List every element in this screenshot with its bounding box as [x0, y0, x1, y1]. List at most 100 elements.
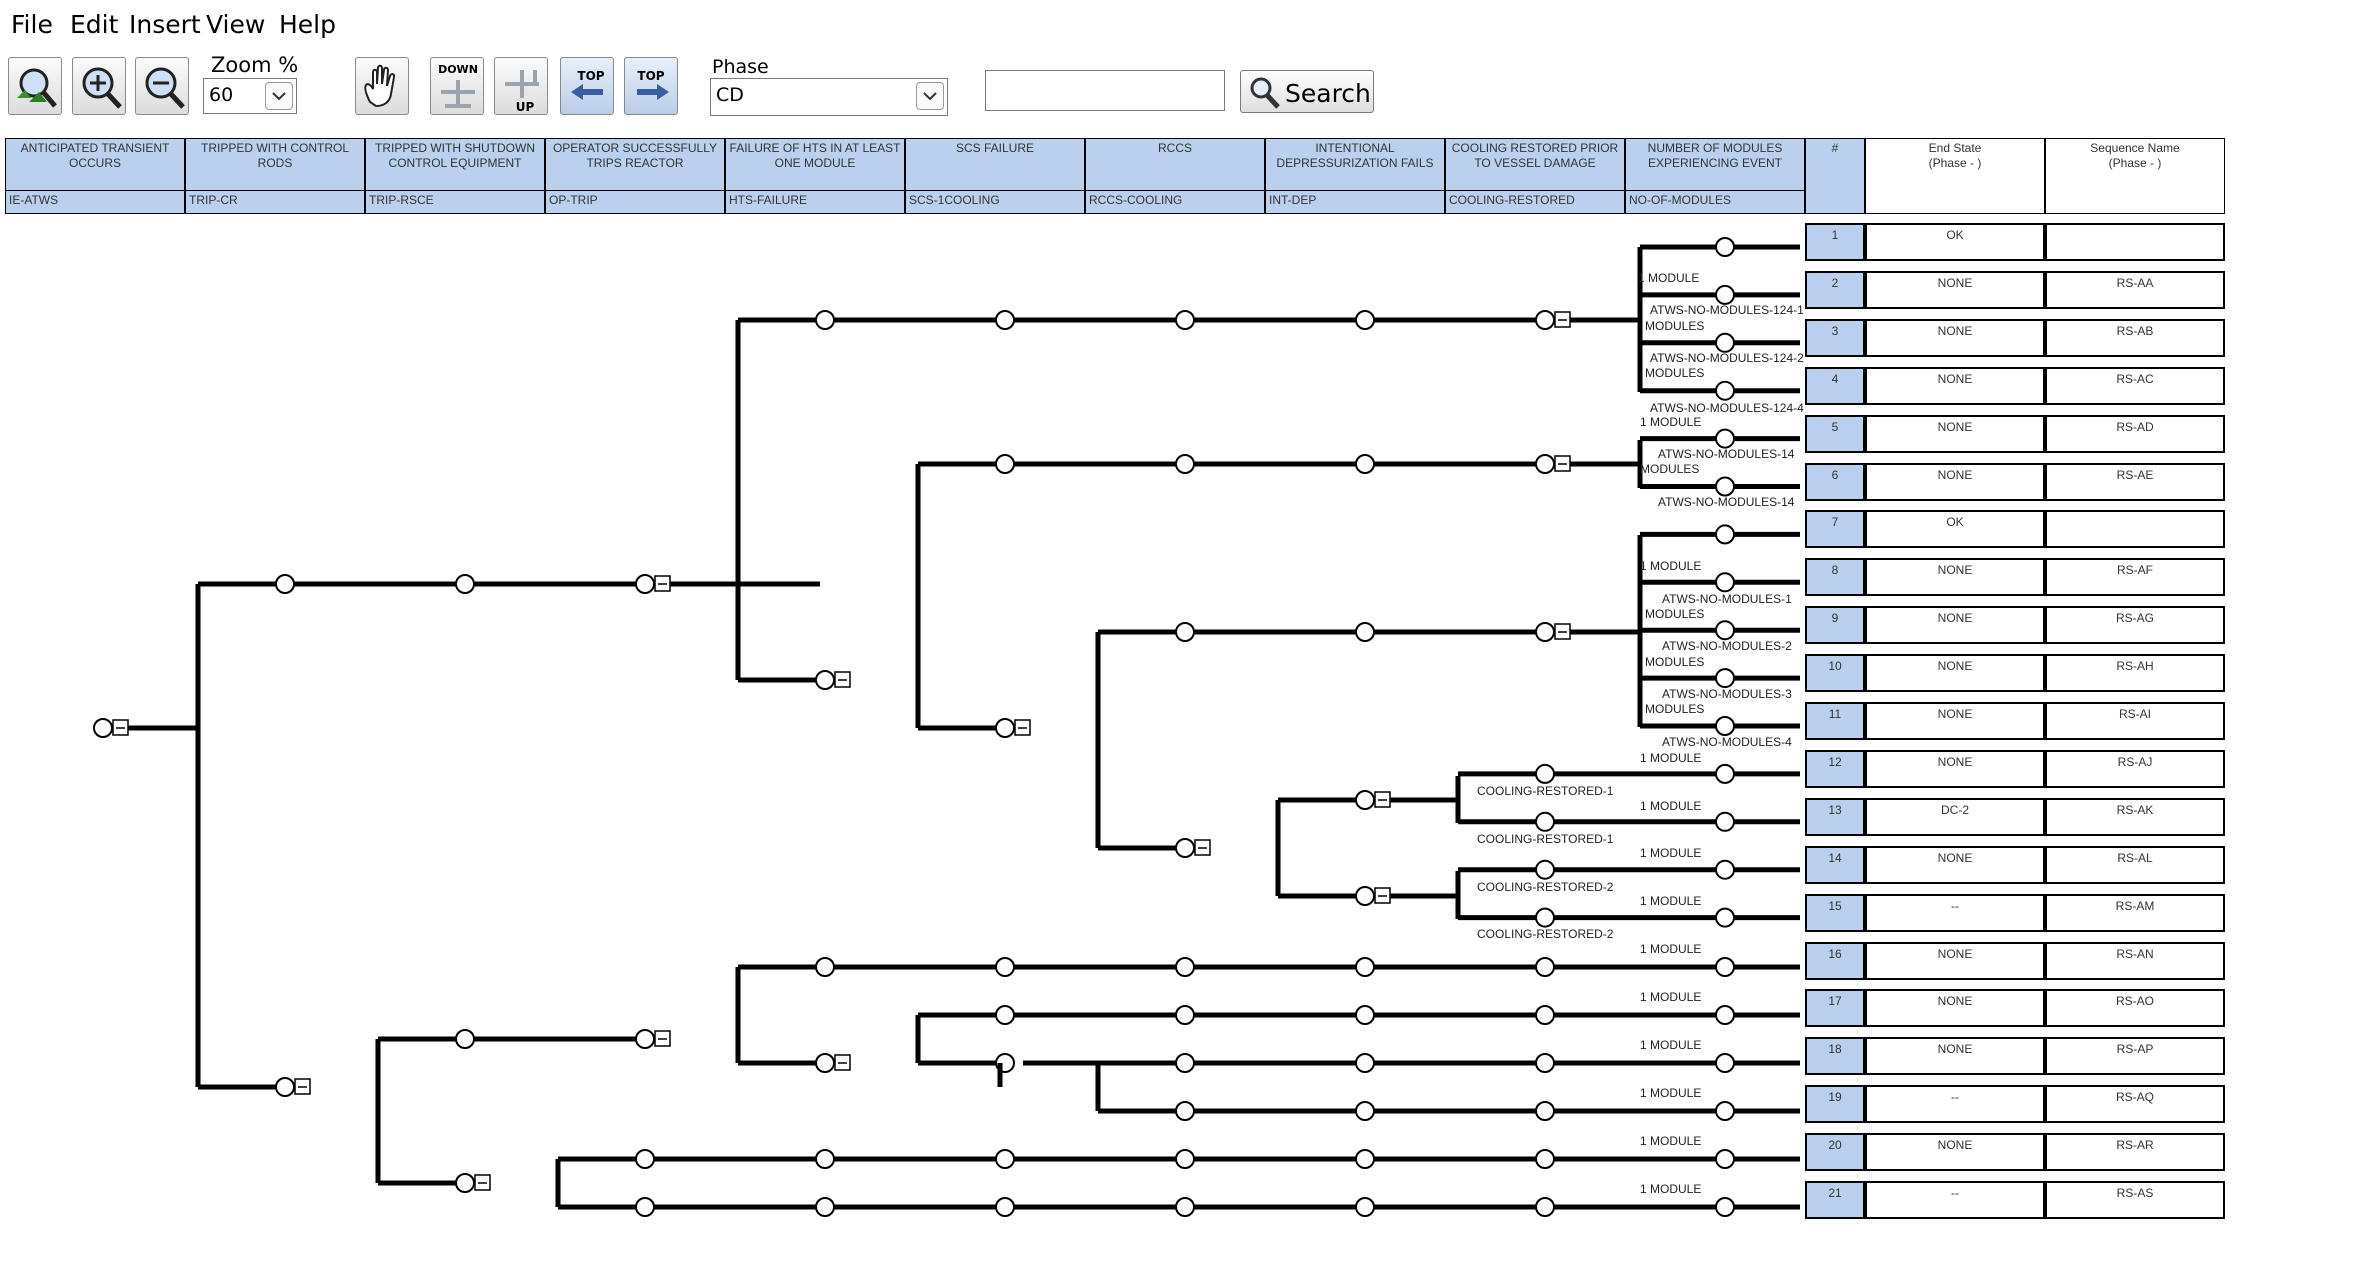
branch-label: ATWS-NO-MODULES-14 [1658, 447, 1795, 461]
sequence-number-cell[interactable]: 14 [1805, 845, 1865, 884]
move-up-icon: UP [505, 70, 539, 114]
end-state-cell[interactable]: -- [1865, 1085, 2045, 1124]
sequence-number-cell[interactable]: 3 [1805, 318, 1865, 357]
sequence-number-cell[interactable]: 8 [1805, 558, 1865, 597]
search-input[interactable] [985, 70, 1225, 111]
sequence-name-cell[interactable] [2045, 510, 2225, 549]
end-state-cell[interactable]: NONE [1865, 989, 2045, 1028]
sequence-number-cell[interactable]: 6 [1805, 462, 1865, 501]
sequence-name-cell[interactable]: RS-AQ [2045, 1085, 2225, 1124]
zoom-select[interactable]: 60 [203, 78, 297, 114]
sequence-number-cell[interactable]: 16 [1805, 941, 1865, 980]
sequence-number-cell[interactable]: 12 [1805, 749, 1865, 788]
sequence-number-cell[interactable]: 13 [1805, 797, 1865, 836]
end-state-cell[interactable]: DC-2 [1865, 797, 2045, 836]
end-state-cell[interactable]: NONE [1865, 749, 2045, 788]
end-state-cell[interactable]: NONE [1865, 941, 2045, 980]
sequence-name-cell[interactable]: RS-AC [2045, 366, 2225, 405]
zoom-out-button[interactable] [135, 57, 189, 115]
sequence-number-cell[interactable]: 17 [1805, 989, 1865, 1028]
search-button[interactable]: Search [1240, 70, 1374, 113]
sequence-name-cell[interactable]: RS-AR [2045, 1133, 2225, 1172]
end-state-cell[interactable]: NONE [1865, 654, 2045, 693]
end-state-cell-text: OK [1946, 515, 1964, 530]
sequence-number-cell[interactable]: 2 [1805, 270, 1865, 309]
sequence-name-cell-text: RS-AJ [2117, 754, 2153, 769]
end-state-cell[interactable]: NONE [1865, 366, 2045, 405]
sequence-name-cell[interactable] [2045, 223, 2225, 261]
sequence-number-cell[interactable]: 11 [1805, 702, 1865, 740]
end-state-cell[interactable]: NONE [1865, 606, 2045, 645]
move-down-button[interactable]: DOWN [430, 57, 484, 115]
end-state-cell[interactable]: NONE [1865, 270, 2045, 309]
sequence-name-cell[interactable]: RS-AK [2045, 797, 2225, 836]
menu-insert[interactable]: Insert [129, 10, 201, 39]
menu-help[interactable]: Help [279, 10, 336, 39]
sequence-name-cell[interactable]: RS-AD [2045, 414, 2225, 453]
sequence-name-cell[interactable]: RS-AB [2045, 318, 2225, 357]
end-state-cell[interactable]: NONE [1865, 1133, 2045, 1172]
sequence-name-cell[interactable]: RS-AF [2045, 558, 2225, 597]
sequence-number-cell[interactable]: 19 [1805, 1085, 1865, 1124]
end-state-cell[interactable]: NONE [1865, 414, 2045, 453]
sequence-name-cell[interactable]: RS-AH [2045, 654, 2225, 693]
top-left-button[interactable]: TOP [560, 57, 614, 115]
sequence-number-cell[interactable]: 10 [1805, 654, 1865, 693]
sequence-number-cell[interactable]: 20 [1805, 1133, 1865, 1172]
chevron-down-icon[interactable] [916, 82, 944, 110]
sequence-name-cell[interactable]: RS-AL [2045, 845, 2225, 884]
sequence-name-cell[interactable]: RS-AI [2045, 702, 2225, 740]
sequence-name-cell[interactable]: RS-AA [2045, 270, 2225, 309]
move-up-button[interactable]: UP [494, 57, 548, 115]
sequence-name-cell[interactable]: RS-AG [2045, 606, 2225, 645]
phase-select[interactable]: CD [710, 78, 948, 116]
chevron-down-icon[interactable] [265, 82, 293, 110]
sequence-name-cell[interactable]: RS-AM [2045, 893, 2225, 932]
sequence-name-cell[interactable]: RS-AS [2045, 1181, 2225, 1219]
sequence-number-cell-text: 21 [1828, 1186, 1842, 1200]
end-state-cell[interactable]: NONE [1865, 845, 2045, 884]
sequence-name-cell[interactable]: RS-AE [2045, 462, 2225, 501]
end-state-cell[interactable]: -- [1865, 893, 2045, 932]
end-state-cell[interactable]: NONE [1865, 1037, 2045, 1076]
end-state-cell[interactable]: -- [1865, 1181, 2045, 1219]
branch-node [1535, 859, 1555, 880]
end-state-cell[interactable]: OK [1865, 510, 2045, 549]
sequence-number-cell[interactable]: 7 [1805, 510, 1865, 549]
sequence-number-cell[interactable]: 1 [1805, 223, 1865, 261]
zoom-in-button[interactable] [72, 57, 126, 115]
sequence-number-cell[interactable]: 15 [1805, 893, 1865, 932]
sequence-number-cell[interactable]: 5 [1805, 414, 1865, 453]
zoom-fit-button[interactable] [8, 57, 62, 115]
end-state-cell[interactable]: NONE [1865, 462, 2045, 501]
end-state-cell[interactable]: OK [1865, 223, 2045, 261]
branch-node [1715, 332, 1735, 353]
sequence-number-cell[interactable]: 18 [1805, 1037, 1865, 1076]
end-state-cell[interactable]: NONE [1865, 558, 2045, 597]
sequence-number-cell[interactable]: 4 [1805, 366, 1865, 405]
end-state-cell[interactable]: NONE [1865, 318, 2045, 357]
sequence-number-cell[interactable]: 9 [1805, 606, 1865, 645]
sequence-name-cell[interactable]: RS-AN [2045, 941, 2225, 980]
sequence-name-cell[interactable]: RS-AJ [2045, 749, 2225, 788]
top-right-button[interactable]: TOP [624, 57, 678, 115]
pan-button[interactable] [355, 57, 409, 115]
menu-view[interactable]: View [206, 10, 266, 39]
menu-file[interactable]: File [11, 10, 53, 39]
sequence-number-cell[interactable]: 21 [1805, 1181, 1865, 1219]
sequence-name-cell[interactable]: RS-AO [2045, 989, 2225, 1028]
menu-edit[interactable]: Edit [70, 10, 119, 39]
end-state-cell[interactable]: NONE [1865, 702, 2045, 740]
sequence-name-cell[interactable]: RS-AP [2045, 1037, 2225, 1076]
branch-node [1715, 716, 1735, 736]
